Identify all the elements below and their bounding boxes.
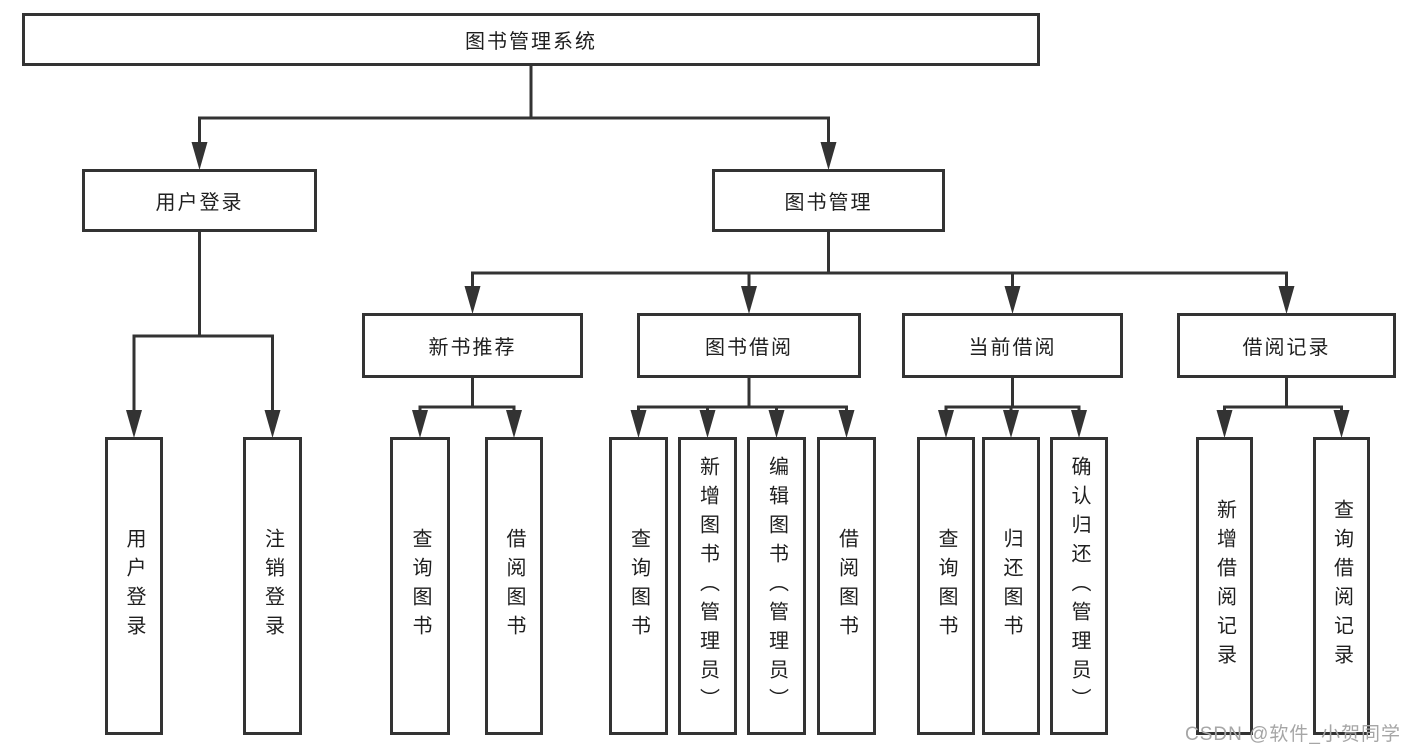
node-leaf-bb-borrow-label: 借阅图书 bbox=[835, 528, 858, 644]
node-leaf-cb-return: 归还图书 bbox=[982, 437, 1040, 735]
node-leaf-br-add: 新增借阅记录 bbox=[1196, 437, 1253, 735]
node-user-login: 用户登录 bbox=[82, 169, 317, 232]
node-leaf-bb-query: 查询图书 bbox=[609, 437, 668, 735]
node-root-label: 图书管理系统 bbox=[465, 31, 597, 53]
node-book-management-label: 图书管理 bbox=[784, 192, 873, 214]
node-borrow-records: 借阅记录 bbox=[1177, 313, 1396, 378]
watermark: CSDN @软件_小贺同学 bbox=[1185, 724, 1401, 745]
node-leaf-br-add-label: 新增借阅记录 bbox=[1213, 499, 1236, 673]
node-leaf-nb-borrow-label: 借阅图书 bbox=[503, 528, 525, 644]
node-new-book-recommend: 新书推荐 bbox=[362, 313, 583, 378]
node-leaf-br-query: 查询借阅记录 bbox=[1313, 437, 1370, 735]
node-leaf-bb-add: 新增图书（管理员） bbox=[678, 437, 737, 735]
node-leaf-nb-query: 查询图书 bbox=[390, 437, 450, 735]
node-leaf-bb-add-label: 新增图书（管理员） bbox=[696, 455, 719, 717]
node-leaf-user-login: 用户登录 bbox=[105, 437, 163, 735]
node-leaf-bb-query-label: 查询图书 bbox=[627, 528, 650, 644]
node-leaf-br-query-label: 查询借阅记录 bbox=[1330, 499, 1353, 673]
node-book-borrow-label: 图书借阅 bbox=[705, 337, 793, 359]
node-leaf-cb-query: 查询图书 bbox=[917, 437, 975, 735]
node-new-book-recommend-label: 新书推荐 bbox=[428, 337, 517, 359]
node-leaf-cb-confirm: 确认归还（管理员） bbox=[1050, 437, 1108, 735]
node-leaf-logout-label: 注销登录 bbox=[261, 528, 284, 644]
node-leaf-nb-query-label: 查询图书 bbox=[409, 528, 431, 644]
node-current-borrow: 当前借阅 bbox=[902, 313, 1123, 378]
node-user-login-label: 用户登录 bbox=[155, 192, 244, 214]
node-borrow-records-label: 借阅记录 bbox=[1242, 337, 1331, 359]
node-leaf-bb-edit: 编辑图书（管理员） bbox=[747, 437, 806, 735]
node-book-borrow: 图书借阅 bbox=[637, 313, 861, 378]
node-leaf-logout: 注销登录 bbox=[243, 437, 302, 735]
node-leaf-nb-borrow: 借阅图书 bbox=[485, 437, 543, 735]
node-leaf-cb-confirm-label: 确认归还（管理员） bbox=[1068, 455, 1090, 717]
node-book-management: 图书管理 bbox=[712, 169, 945, 232]
node-leaf-user-login-label: 用户登录 bbox=[123, 528, 145, 644]
node-leaf-bb-borrow: 借阅图书 bbox=[817, 437, 876, 735]
node-root: 图书管理系统 bbox=[22, 13, 1040, 66]
node-leaf-bb-edit-label: 编辑图书（管理员） bbox=[765, 455, 788, 717]
node-current-borrow-label: 当前借阅 bbox=[968, 337, 1057, 359]
node-leaf-cb-return-label: 归还图书 bbox=[1000, 528, 1022, 644]
node-leaf-cb-query-label: 查询图书 bbox=[935, 528, 957, 644]
